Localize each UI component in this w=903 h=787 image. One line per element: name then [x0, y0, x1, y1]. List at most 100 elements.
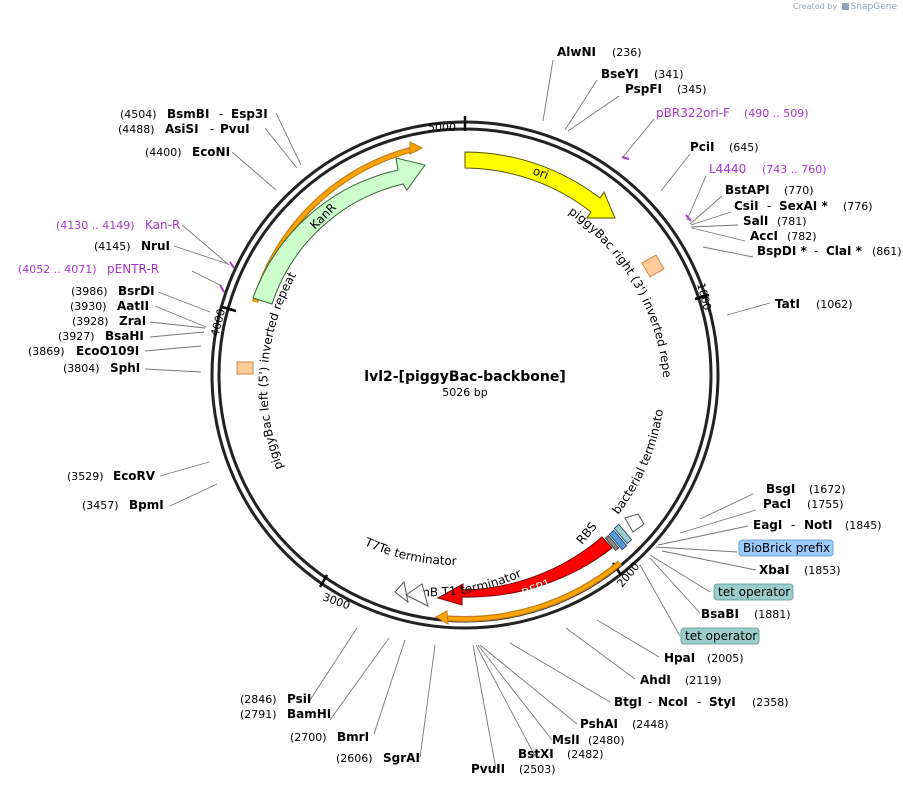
- label-btgi: BtgI - NcoI - StyI (2358): [614, 695, 789, 709]
- svg-text:BseYI: BseYI: [601, 67, 639, 81]
- svg-text:(781): (781): [777, 215, 807, 228]
- svg-text:EcoRV: EcoRV: [113, 469, 156, 483]
- svg-text:AccI: AccI: [750, 229, 778, 243]
- label-bsahi: (3927) BsaHI: [58, 329, 144, 343]
- ori-feature: [464, 151, 616, 219]
- svg-text:ZraI: ZraI: [119, 314, 146, 328]
- label-msli: MslI (2480): [552, 733, 625, 747]
- label-tetop1: tet operator: [713, 583, 794, 601]
- label-tetop2: tet operator: [680, 627, 760, 645]
- bact-term-arrow-icon: [624, 513, 645, 533]
- label-pshai: PshAI (2448): [580, 717, 669, 731]
- svg-text:XbaI: XbaI: [759, 563, 789, 577]
- svg-text:SgrAI: SgrAI: [383, 751, 420, 765]
- svg-text:NotI: NotI: [804, 518, 833, 532]
- plasmid-name: lvl2-[piggyBac-backbone]: [364, 369, 565, 385]
- svg-text:BsaHI: BsaHI: [105, 329, 144, 343]
- svg-text:(743 .. 760): (743 .. 760): [762, 163, 827, 176]
- svg-text:(776): (776): [843, 200, 873, 213]
- svg-text:NcoI: NcoI: [658, 695, 688, 709]
- label-hpai: HpaI (2005): [664, 651, 744, 665]
- svg-text:(861): (861): [872, 245, 902, 258]
- svg-text:(236): (236): [612, 46, 642, 59]
- label-pcii: PciI (645): [690, 140, 759, 154]
- snapgene-logo-icon: [841, 3, 849, 10]
- svg-text:BsmBI: BsmBI: [167, 107, 209, 121]
- svg-text:AsiSI: AsiSI: [165, 122, 199, 136]
- label-bmri: (2700) BmrI: [290, 730, 369, 744]
- svg-text:SexAI *: SexAI *: [779, 199, 828, 213]
- svg-text:BsaBI: BsaBI: [701, 607, 739, 621]
- pb-right-box: [641, 254, 665, 278]
- svg-text:tet operator: tet operator: [685, 629, 757, 643]
- tick-label-3000: 3000: [321, 591, 352, 613]
- svg-text:tet operator: tet operator: [718, 585, 790, 599]
- svg-text:BsgI: BsgI: [766, 482, 795, 496]
- svg-text:PciI: PciI: [690, 140, 715, 154]
- t7te-label: T7Te terminator: [362, 535, 457, 568]
- svg-text:BtgI: BtgI: [614, 695, 642, 709]
- label-sphi: (3804) SphI: [63, 361, 140, 375]
- svg-text:(2448): (2448): [632, 718, 669, 731]
- svg-text:(345): (345): [677, 83, 707, 96]
- svg-text:(3927): (3927): [58, 330, 95, 343]
- svg-text:(4052 .. 4071): (4052 .. 4071): [18, 263, 97, 276]
- label-eagi: EagI - NotI (1845): [753, 518, 882, 532]
- label-ahdi: AhdI (2119): [640, 673, 722, 687]
- svg-text:(770): (770): [784, 184, 814, 197]
- label-csii: CsiI - SexAI * (776): [734, 199, 873, 213]
- svg-text:TatI: TatI: [775, 297, 800, 311]
- svg-text:(2482): (2482): [567, 748, 604, 761]
- svg-text:HpaI: HpaI: [664, 651, 695, 665]
- mrfp1-feature: [436, 536, 613, 606]
- label-pbr322: pBR322ori-F (490 .. 509): [656, 106, 809, 120]
- svg-text:(2791): (2791): [240, 708, 277, 721]
- svg-text:(4400): (4400): [145, 146, 182, 159]
- svg-text:(1881): (1881): [754, 608, 791, 621]
- svg-text:SalI: SalI: [743, 214, 768, 228]
- credit-line: Created by SnapGene: [793, 2, 897, 12]
- label-bseyi: BseYI (341): [601, 67, 684, 81]
- orange-arc-bottom-head: [434, 610, 449, 625]
- label-kanr-primer: (4130 .. 4149) Kan-R: [56, 218, 180, 232]
- label-pvuii: PvuII (2503): [471, 762, 556, 776]
- primer-marks: [219, 156, 692, 293]
- label-biobrick: BioBrick prefix: [738, 539, 834, 557]
- svg-text:(782): (782): [787, 230, 817, 243]
- svg-text:PspFI: PspFI: [625, 82, 662, 96]
- svg-text:(2606): (2606): [336, 752, 373, 765]
- svg-text:BsrDI: BsrDI: [118, 284, 155, 298]
- label-bsgi: BsgI (1672): [766, 482, 846, 496]
- svg-text:(4504): (4504): [120, 108, 157, 121]
- svg-text:BioBrick prefix: BioBrick prefix: [743, 541, 830, 555]
- svg-text:(2119): (2119): [685, 674, 722, 687]
- orange-arc-left-head: [409, 141, 424, 155]
- kanr-feature: [252, 157, 426, 305]
- label-pentr: (4052 .. 4071) pENTR-R: [18, 262, 159, 276]
- svg-text:(3928): (3928): [72, 315, 109, 328]
- rrnb-arrow-icon: [405, 583, 429, 607]
- svg-text:PvuII: PvuII: [471, 762, 505, 776]
- svg-text:pBR322ori-F: pBR322ori-F: [656, 106, 730, 120]
- svg-text:Kan-R: Kan-R: [145, 218, 180, 232]
- svg-text:(490 .. 509): (490 .. 509): [744, 107, 809, 120]
- svg-text:(4145): (4145): [94, 240, 131, 253]
- label-bpmi: (3457) BpmI: [82, 498, 164, 512]
- t7te-arrow-icon: [394, 580, 409, 604]
- svg-text:PacI: PacI: [763, 497, 791, 511]
- svg-text:(2005): (2005): [707, 652, 744, 665]
- pb-left-box: [236, 361, 254, 375]
- label-bspdi: BspDI * - ClaI * (861): [757, 244, 902, 258]
- label-bamhi: (2791) BamHI: [240, 707, 331, 721]
- svg-text:(3457): (3457): [82, 499, 119, 512]
- leader-lines: [144, 59, 771, 770]
- label-pspfi: PspFI (345): [625, 82, 707, 96]
- label-econi: (4400) EcoNI: [145, 145, 230, 159]
- label-aatii: (3930) AatII: [70, 299, 149, 313]
- label-bstapi: BstAPI (770): [725, 183, 814, 197]
- svg-text:(3529): (3529): [67, 470, 104, 483]
- svg-text:(341): (341): [654, 68, 684, 81]
- svg-text:-: -: [648, 695, 652, 709]
- label-eco0109i: (3869) EcoO109I: [28, 344, 139, 358]
- svg-text:BamHI: BamHI: [287, 707, 331, 721]
